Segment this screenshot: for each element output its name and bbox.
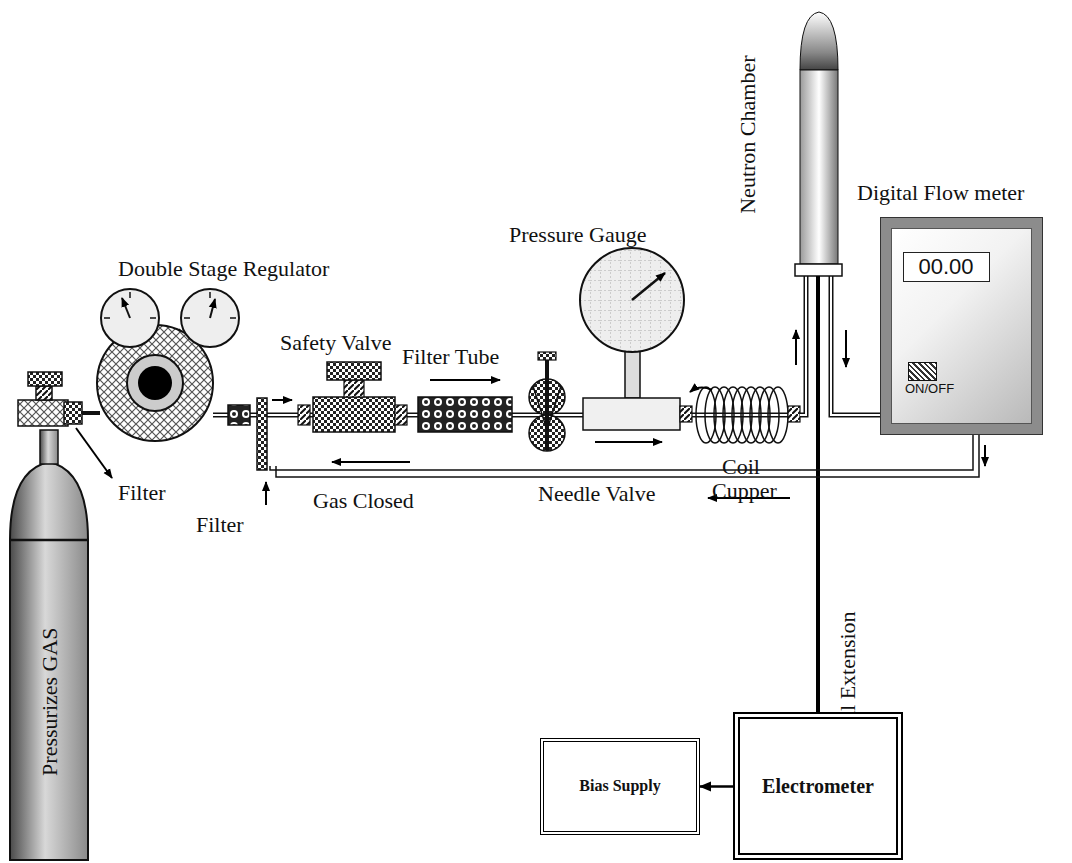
- part-label: Safety Valve: [280, 330, 391, 355]
- meter-display: 00.00: [903, 252, 990, 282]
- meter-housing: [880, 217, 1043, 435]
- coil-winding: [768, 387, 788, 443]
- switch-label: ON/OFF: [905, 382, 954, 397]
- part-label: Neutron Chamber: [735, 56, 760, 214]
- part-label: Cupper: [712, 478, 777, 503]
- part-label: Pressure Gauge: [509, 222, 646, 247]
- part-label: Filter Tube: [402, 344, 499, 369]
- part-label: Needle Valve: [538, 481, 656, 506]
- flow-meter: Digital Flow meter 00.00ON/OFF: [857, 180, 1070, 438]
- coil-winding: [741, 387, 761, 443]
- part-label: Coil: [722, 454, 760, 479]
- bias-supply-box: Bias Supply: [540, 738, 700, 835]
- part-label: Filter: [118, 480, 166, 505]
- meter-title: Digital Flow meter: [857, 180, 1024, 205]
- electrometer-box: Electrometer: [733, 712, 903, 860]
- display-value: 00.00: [918, 254, 973, 279]
- coil-winding: [714, 387, 734, 443]
- part-label: Gas Closed: [313, 488, 414, 513]
- signal-arrow: [700, 785, 733, 788]
- coil-winding: [759, 387, 779, 443]
- coil-winding: [696, 387, 716, 443]
- coil-winding: [732, 387, 752, 443]
- coil-winding: [723, 387, 743, 443]
- box-title: Bias Supply: [579, 777, 660, 795]
- part-label: Filter: [196, 512, 244, 537]
- coil-winding: [705, 387, 725, 443]
- box-title: Electrometer: [762, 775, 874, 798]
- part-label: Pressurizes GAS: [36, 628, 61, 777]
- part-label: Double Stage Regulator: [118, 256, 329, 281]
- coil-winding: [750, 387, 770, 443]
- power-switch: [908, 362, 937, 381]
